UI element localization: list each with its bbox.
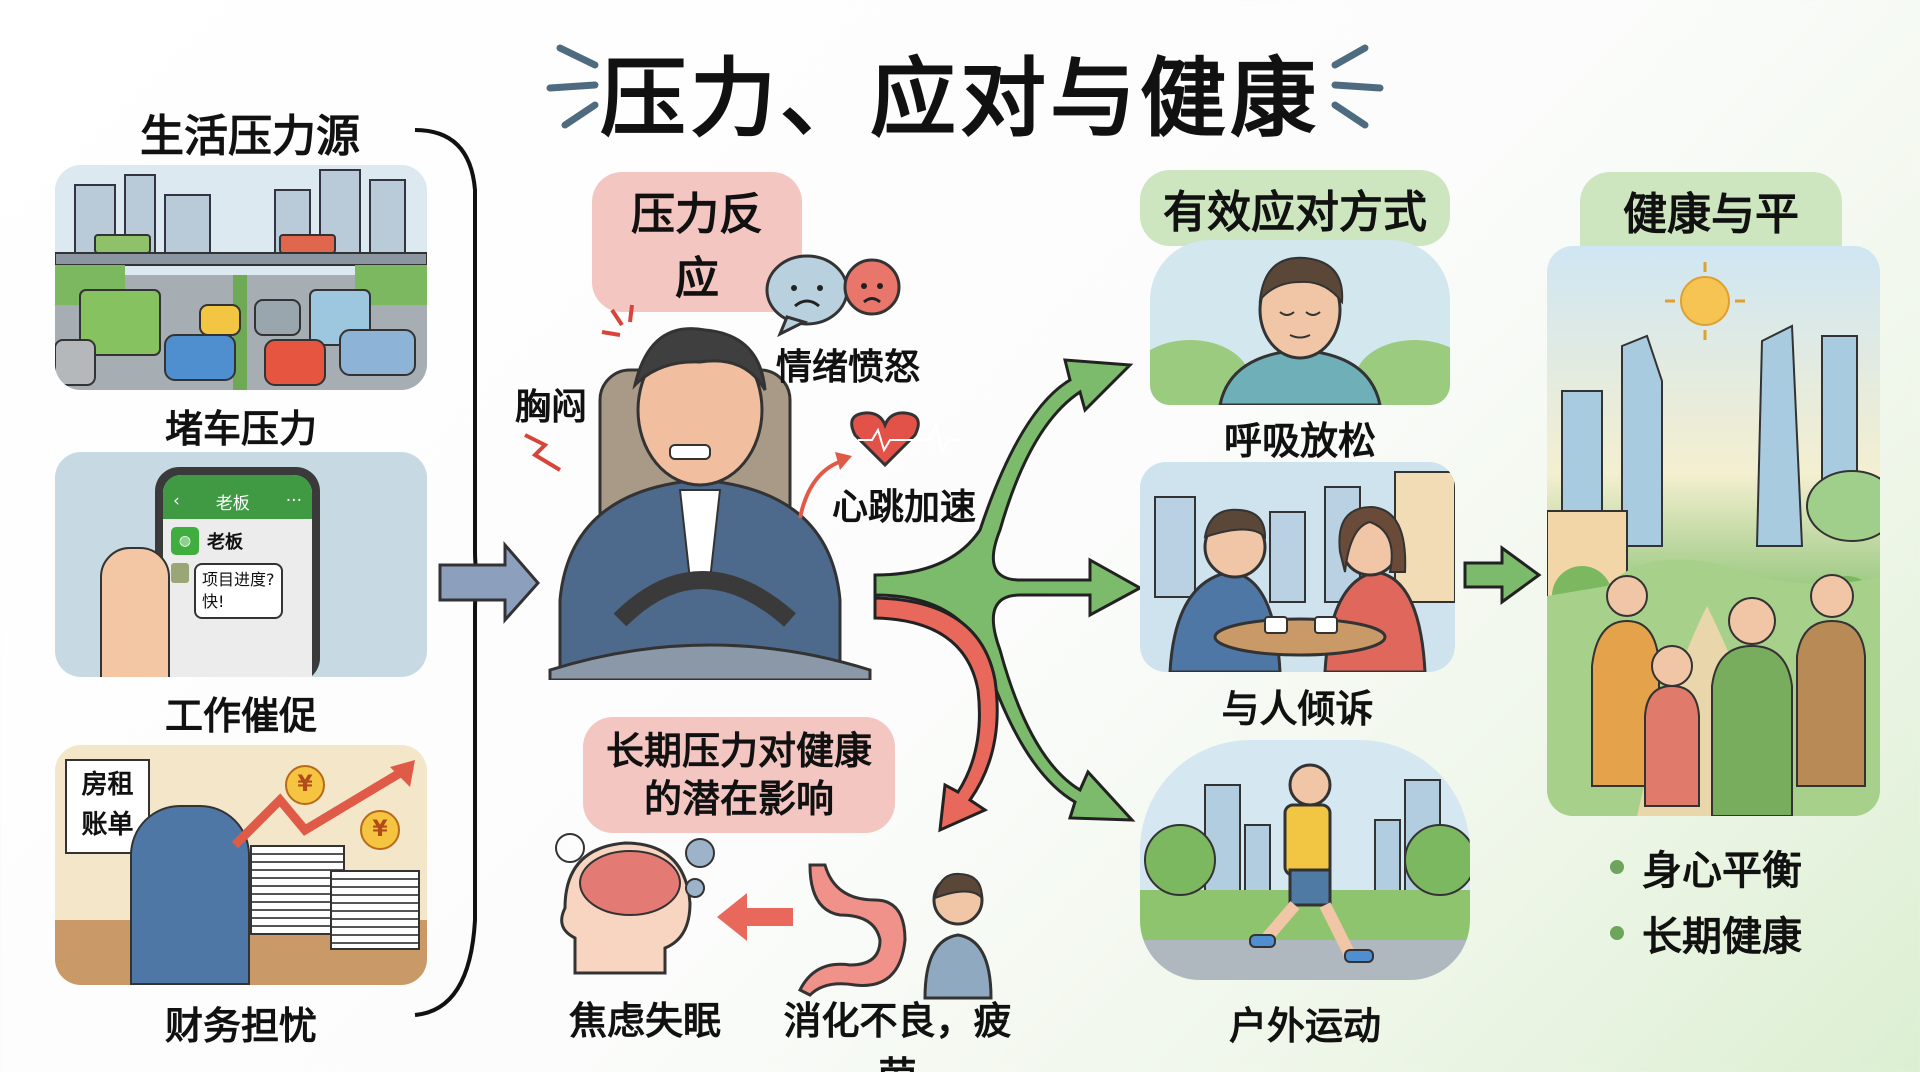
anger-label: 情绪愤怒: [776, 347, 921, 388]
work-caption: 工作催促: [164, 694, 317, 738]
traffic-illustration-icon: [55, 165, 427, 390]
indigestion-fatigue-caption: 消化不良，疲劳: [783, 999, 1012, 1072]
outdoor-exercise-image: [1140, 740, 1470, 980]
hand: [100, 547, 170, 677]
breathing-illustration-icon: [1150, 256, 1450, 405]
chest-tightness-label: 胸闷: [515, 387, 588, 428]
traffic-caption: 堵车压力: [164, 407, 317, 451]
bullet-dot-icon: [1610, 926, 1624, 940]
running-illustration-icon: [1140, 763, 1470, 980]
blue-arrow-icon: [438, 540, 540, 624]
financial-worry-image: 房租 账单 ¥ ¥: [55, 745, 427, 985]
outcome-bullet: 身心平衡: [1610, 838, 1802, 896]
breathing-image: [1150, 240, 1450, 405]
back-chevron-icon: ‹: [173, 491, 180, 511]
stressors-heading: 生活压力源: [140, 111, 360, 162]
breathing-caption: 呼吸放松: [1223, 419, 1376, 463]
page-title: 压力、应对与健康: [600, 49, 1320, 149]
heart-rate-label: 心跳加速: [832, 487, 977, 528]
community-illustration-icon: [1547, 262, 1880, 816]
stressors-bracket: [414, 128, 540, 1017]
phone: ‹ 老板 ··· ◍ 老板 项目进度? 快!: [155, 467, 320, 677]
green-right-arrow-icon: [1463, 545, 1542, 605]
finance-caption: 财务担忧: [164, 1004, 317, 1048]
yuan-coin-icon: ¥: [360, 810, 400, 850]
stressed-driver-illustration: [548, 304, 872, 680]
heartbeat-icon: [850, 411, 958, 468]
tension-lightning-icon: [524, 433, 562, 472]
worried-man: [130, 805, 250, 985]
rising-arrow-icon: [231, 760, 415, 849]
yuan-coin-icon: ¥: [285, 765, 325, 805]
outcome-bullet-list: 身心平衡 长期健康: [1610, 838, 1802, 962]
chat-header: ‹ 老板 ···: [163, 475, 312, 519]
stomach-fatigue-icon: [797, 863, 993, 1000]
work-pressure-image: ‹ 老板 ··· ◍ 老板 项目进度? 快!: [55, 452, 427, 677]
paper-stack: [330, 870, 420, 950]
long-term-effects-heading: 长期压力对健康 的潜在影响: [583, 717, 895, 833]
anxious-brain-icon: [555, 833, 715, 975]
left-red-arrow-icon: [717, 893, 793, 941]
title-accent-right-icon: [1331, 44, 1384, 129]
chat-message: 项目进度? 快!: [163, 559, 312, 623]
exercise-caption: 户外运动: [1228, 1004, 1381, 1048]
talking-image: [1140, 462, 1455, 672]
anxiety-insomnia-caption: 焦虑失眠: [568, 999, 721, 1043]
avatar: [171, 563, 189, 583]
more-icon: ···: [285, 491, 302, 511]
coping-heading: 有效应对方式: [1140, 170, 1450, 246]
healthy-community-image: [1547, 246, 1880, 816]
red-rise-arrow-icon: [798, 452, 852, 519]
angry-speech-bubbles-icon: [765, 254, 901, 337]
chat-contact: ◍ 老板: [163, 519, 312, 559]
green-arrows-icon: [873, 358, 1144, 822]
talking-illustration-icon: [1154, 471, 1455, 672]
paper-stack: [250, 845, 345, 935]
talking-caption: 与人倾诉: [1221, 687, 1374, 731]
bullet-dot-icon: [1610, 860, 1624, 874]
bills-sign: 房租 账单: [65, 759, 150, 854]
outcome-bullet: 长期健康: [1610, 904, 1802, 962]
traffic-jam-image: [55, 165, 427, 390]
red-arrow-icon: [873, 596, 999, 833]
branch-arrows: [873, 358, 1144, 833]
wechat-icon: ◍: [171, 527, 199, 555]
title-accent-left-icon: [546, 44, 599, 129]
